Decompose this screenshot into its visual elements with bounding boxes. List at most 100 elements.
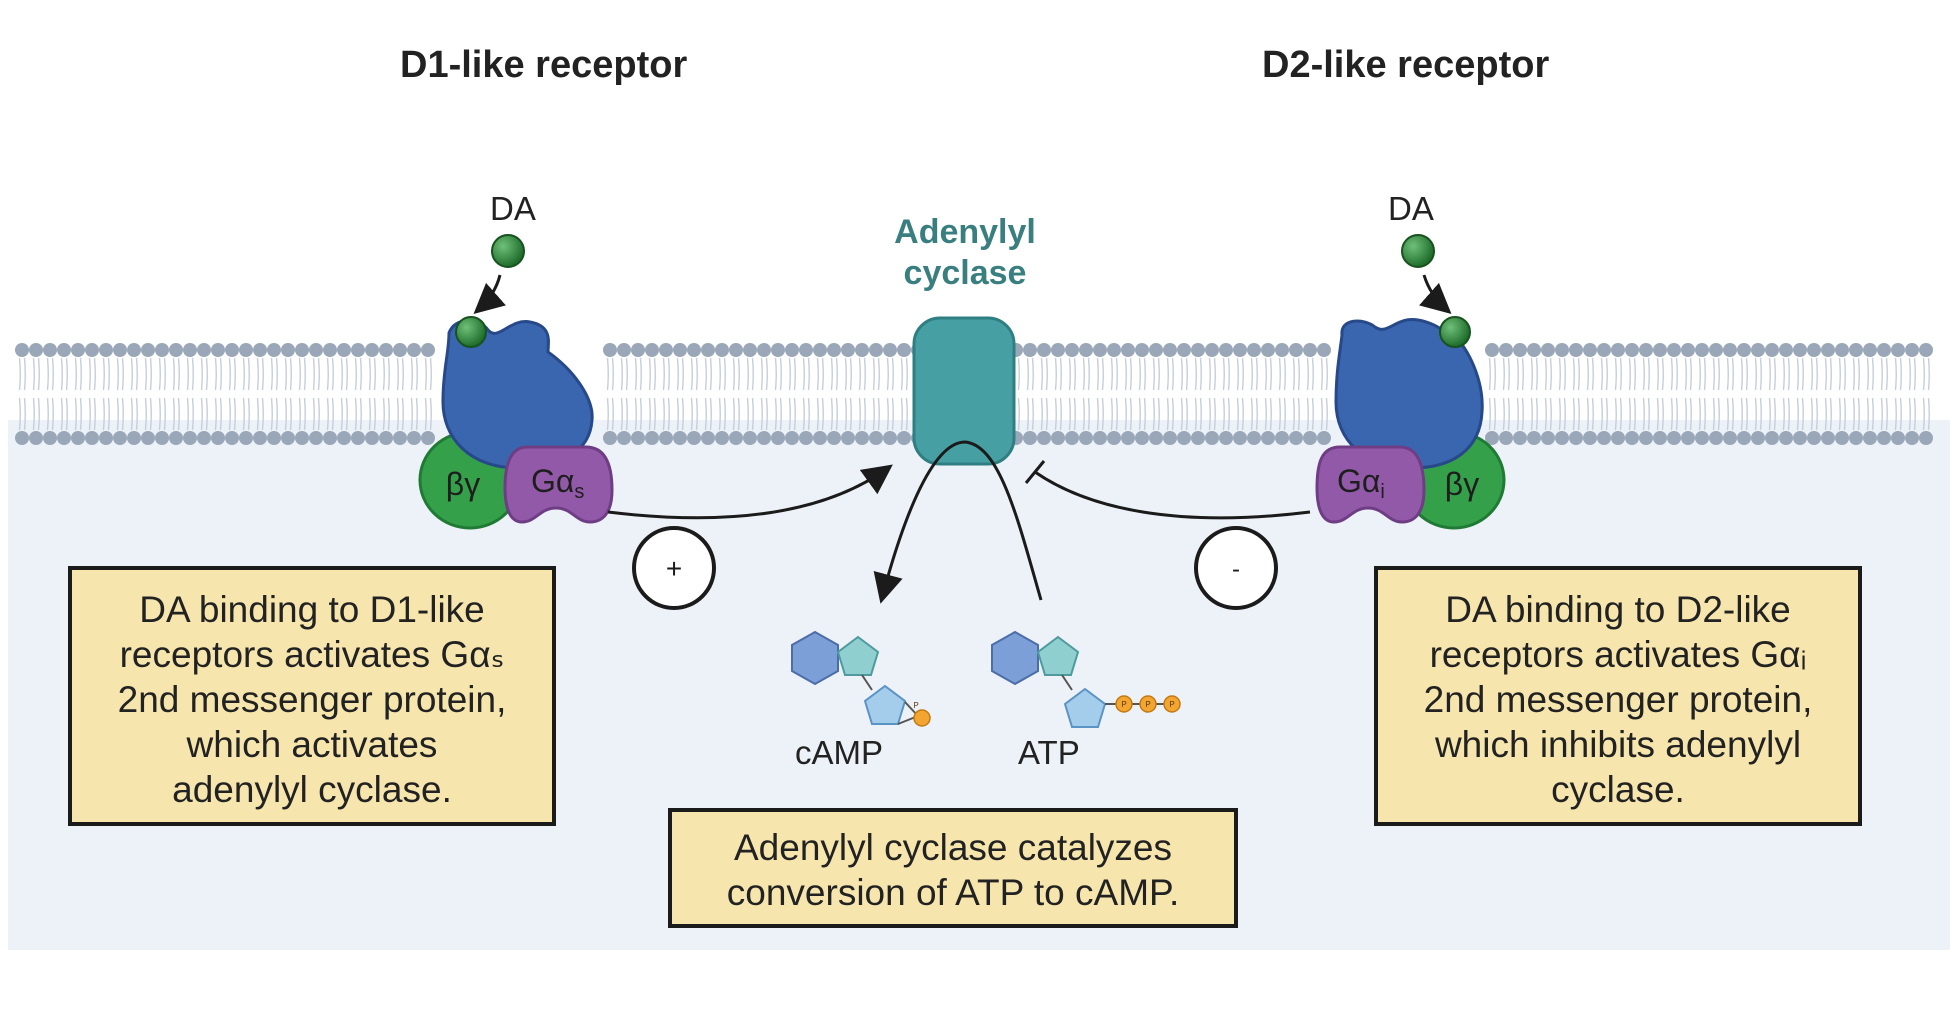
d2-box-line-4: which inhibits adenylyl — [1434, 724, 1802, 765]
lipid-head — [855, 343, 869, 357]
lipid-head — [1905, 431, 1919, 445]
lipid-tail — [1045, 357, 1048, 391]
binding-arrow-right — [1419, 274, 1452, 314]
lipid-tail — [303, 357, 306, 391]
lipid-tail — [135, 397, 138, 431]
lipid-head — [1107, 431, 1121, 445]
lipid-tail — [849, 397, 852, 431]
lipid-tail — [1698, 357, 1701, 391]
lipid-tail — [88, 357, 91, 391]
lipid-tail — [1871, 357, 1874, 391]
lipid-head — [1709, 343, 1723, 357]
lipid-head — [379, 431, 393, 445]
lipid-tail — [886, 357, 889, 391]
lipid-tail — [317, 357, 320, 391]
activation-arrow — [607, 464, 893, 520]
lipid-tail — [424, 397, 427, 431]
lipid-head — [1261, 431, 1275, 445]
lipid-tail — [1787, 397, 1790, 431]
lipid-tail — [1040, 397, 1043, 431]
lipid-tail — [284, 357, 287, 391]
lipid-tail — [191, 397, 194, 431]
lipid-tail — [1549, 397, 1552, 431]
lipid-tail — [1082, 397, 1085, 431]
lipid-tail — [1880, 397, 1883, 431]
lipid-tail — [1815, 357, 1818, 391]
d1-receptor — [441, 319, 594, 470]
lipid-head — [617, 343, 631, 357]
lipid-tail — [345, 357, 348, 391]
lipid-tail — [1283, 397, 1286, 431]
lipid-head — [239, 431, 253, 445]
lipid-tail — [1670, 357, 1673, 391]
lipid-head — [1639, 431, 1653, 445]
lipid-tail — [1773, 397, 1776, 431]
lipid-head — [1751, 343, 1765, 357]
lipid-tail — [830, 357, 833, 391]
lipid-tail — [60, 397, 63, 431]
lipid-head — [1709, 431, 1723, 445]
d1-explanation-box: DA binding to D1-like receptors activate… — [68, 566, 556, 826]
adenylyl-cyclase-protein — [912, 316, 1016, 466]
lipid-tail — [732, 397, 735, 431]
lipid-tail — [1110, 397, 1113, 431]
lipid-head — [1583, 431, 1597, 445]
lipid-tail — [1754, 397, 1757, 431]
lipid-head — [1891, 431, 1905, 445]
lipid-tail — [331, 357, 334, 391]
lipid-tail — [275, 357, 278, 391]
lipid-tail — [401, 397, 404, 431]
lipid-tail — [130, 357, 133, 391]
lipid-tail — [247, 397, 250, 431]
lipid-tail — [634, 357, 637, 391]
lipid-tail — [1782, 357, 1785, 391]
d2-box-line-1: DA binding to D2-like — [1445, 589, 1791, 630]
lipid-tail — [1096, 397, 1099, 431]
lipid-tail — [1087, 357, 1090, 391]
lipid-tail — [1199, 357, 1202, 391]
lipid-tail — [205, 357, 208, 391]
lipid-head — [43, 343, 57, 357]
lipid-tail — [1502, 397, 1505, 431]
lipid-head — [1289, 431, 1303, 445]
lipid-head — [1191, 431, 1205, 445]
lipid-tail — [1278, 397, 1281, 431]
lipid-head — [1121, 343, 1135, 357]
lipid-tail — [1759, 397, 1762, 431]
lipid-tail — [1297, 397, 1300, 431]
lipid-tail — [704, 357, 707, 391]
atp-phosphate-label-2: P — [1145, 700, 1150, 709]
lipid-tail — [681, 397, 684, 431]
lipid-head — [1205, 431, 1219, 445]
lipid-tail — [1815, 397, 1818, 431]
lipid-tail — [807, 397, 810, 431]
lipid-head — [1597, 431, 1611, 445]
lipid-tail — [1143, 397, 1146, 431]
lipid-tail — [242, 397, 245, 431]
lipid-head — [393, 431, 407, 445]
lipid-tail — [1026, 357, 1029, 391]
lipid-tail — [858, 357, 861, 391]
lipid-head — [1513, 431, 1527, 445]
plus-sign-circle — [632, 526, 716, 610]
lipid-tail — [205, 397, 208, 431]
lipid-head — [1667, 431, 1681, 445]
lipid-tail — [233, 357, 236, 391]
lipid-tail — [676, 357, 679, 391]
lipid-tail — [1507, 397, 1510, 431]
lipid-tail — [1157, 397, 1160, 431]
lipid-head — [1737, 343, 1751, 357]
lipid-tail — [1054, 397, 1057, 431]
lipid-tail — [648, 357, 651, 391]
d2-box-line-3: 2nd messenger protein, — [1423, 679, 1813, 720]
lipid-tail — [793, 397, 796, 431]
lipid-head — [617, 431, 631, 445]
lipid-tail — [1255, 357, 1258, 391]
lipid-head — [1149, 431, 1163, 445]
lipid-tail — [116, 397, 119, 431]
lipid-tail — [1656, 357, 1659, 391]
lipid-tail — [1586, 397, 1589, 431]
lipid-tail — [1843, 397, 1846, 431]
lipid-head — [1275, 343, 1289, 357]
lipid-head — [659, 343, 673, 357]
